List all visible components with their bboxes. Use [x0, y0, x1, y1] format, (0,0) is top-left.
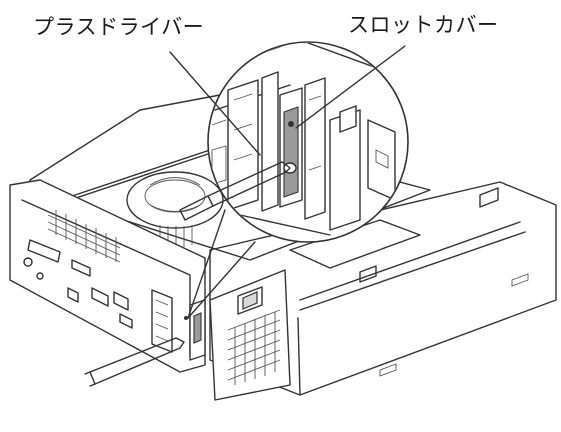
power-supply: [209, 269, 291, 401]
slot-area-small: [184, 299, 206, 361]
magnified-view: [207, 41, 409, 243]
screwdriver-magnified: [179, 161, 291, 221]
screwdriver-label: プラスドライバー: [33, 15, 205, 39]
slot-cover-label: スロットカバー: [348, 13, 499, 37]
label-leader-lines: [169, 45, 406, 156]
rear-io-panel: [9, 179, 206, 373]
screwdriver-chassis: [84, 337, 185, 387]
zoom-callout-lines: [187, 209, 256, 319]
